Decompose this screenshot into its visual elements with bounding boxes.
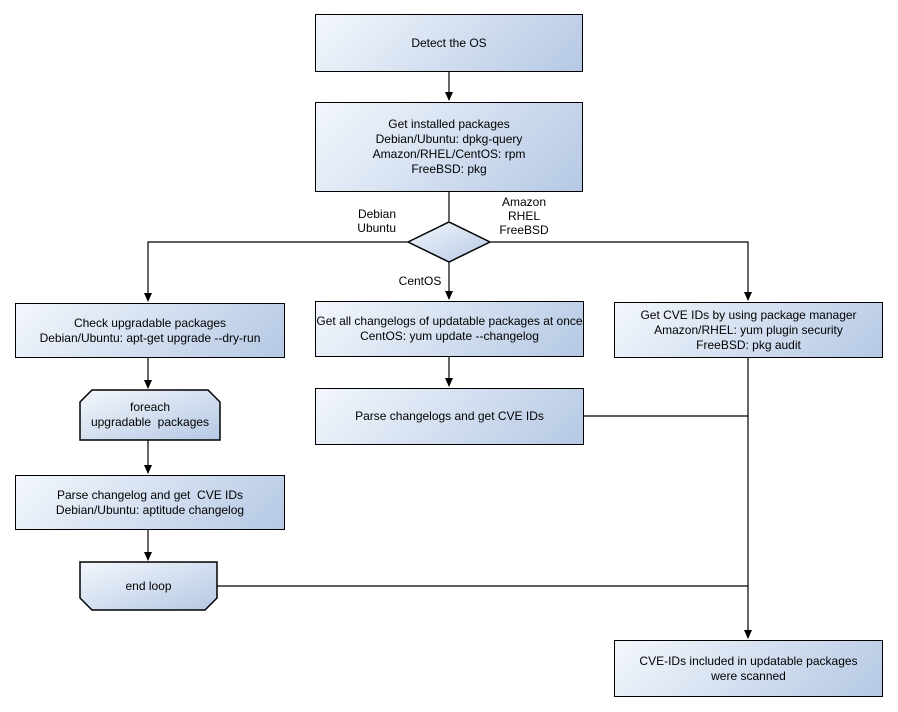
- node-check-upgradable: Check upgradable packages Debian/Ubuntu:…: [15, 303, 285, 358]
- node-detect-os-label: Detect the OS: [411, 35, 487, 50]
- edge-decision-to-get-cve-ids: [490, 241, 752, 301]
- node-end-loop-shape: [79, 561, 218, 611]
- edge-label-amazon-rhel-freebsd: Amazon RHEL FreeBSD: [499, 195, 549, 237]
- node-foreach-loop-start-label: foreach upgradable packages: [90, 400, 210, 429]
- edge-label-centos: CentOS: [398, 274, 442, 288]
- node-get-installed-packages-label: Get installed packages Debian/Ubuntu: dp…: [372, 117, 526, 176]
- node-get-cve-ids-pkg-manager: Get CVE IDs by using package manager Ama…: [614, 302, 883, 358]
- node-get-installed-packages: Get installed packages Debian/Ubuntu: dp…: [315, 102, 583, 192]
- node-foreach-loop-start: foreach upgradable packages: [80, 390, 220, 440]
- node-end-loop-label: end loop: [125, 578, 172, 593]
- edge-label-debian-ubuntu: Debian Ubuntu: [357, 207, 396, 235]
- node-end-loop: end loop: [80, 562, 217, 610]
- node-detect-os: Detect the OS: [315, 14, 583, 72]
- node-result-label: CVE-IDs included in updatable packages w…: [639, 653, 858, 683]
- node-parse-changelog-debian: Parse changelog and get CVE IDs Debian/U…: [15, 475, 285, 530]
- node-check-upgradable-label: Check upgradable packages Debian/Ubuntu:…: [39, 315, 261, 345]
- node-parse-changelogs-centos-label: Parse changelogs and get CVE IDs: [355, 409, 544, 423]
- node-get-cve-ids-pkg-manager-label: Get CVE IDs by using package manager Ama…: [640, 307, 857, 352]
- node-parse-changelogs-centos: Parse changelogs and get CVE IDs: [315, 388, 584, 445]
- node-os-decision-diamond: [406, 221, 492, 263]
- node-parse-changelog-debian-label: Parse changelog and get CVE IDs Debian/U…: [55, 487, 245, 517]
- node-get-all-changelogs-label: Get all changelogs of updatable packages…: [316, 314, 583, 343]
- node-result: CVE-IDs included in updatable packages w…: [614, 640, 883, 697]
- edge-decision-to-check-upgradable: [144, 241, 408, 302]
- node-get-all-changelogs: Get all changelogs of updatable packages…: [315, 301, 584, 357]
- node-foreach-shape: [79, 389, 221, 441]
